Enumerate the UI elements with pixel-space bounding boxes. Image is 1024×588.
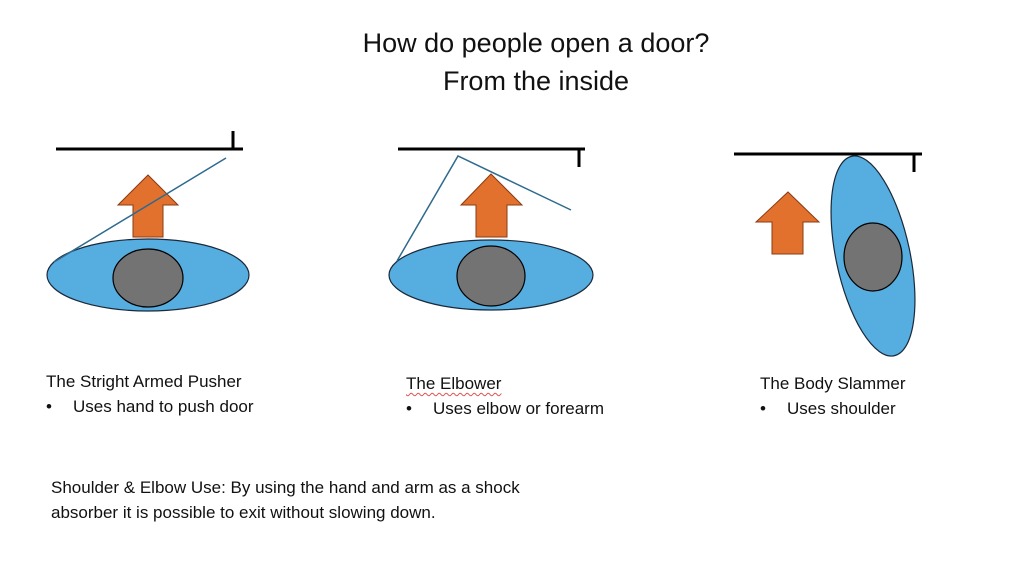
type-description: Uses shoulder: [787, 399, 896, 418]
slide-title: How do people open a door? From the insi…: [0, 24, 1024, 100]
shoulder-elbow-note: Shoulder & Elbow Use: By using the hand …: [51, 478, 520, 522]
head-circle: [843, 222, 903, 292]
type-name: The Elbower: [406, 371, 604, 396]
type-name-text: The Elbower: [406, 374, 502, 393]
type-description: Uses elbow or forearm: [433, 399, 605, 418]
direction-arrow-icon: [754, 191, 821, 255]
elbower-figure: [388, 147, 594, 311]
bullet-icon: •: [406, 399, 412, 418]
head-circle: [456, 245, 526, 307]
type-bullet: • Uses shoulder: [760, 396, 906, 421]
type-description: Uses hand to push door: [73, 397, 254, 416]
type-bullet: • Uses hand to push door: [46, 394, 254, 419]
caption-body-slammer: The Body Slammer • Uses shoulder: [760, 371, 906, 421]
head-circle: [112, 248, 184, 308]
bullet-icon: •: [46, 397, 52, 416]
title-line-2: From the inside: [442, 66, 630, 96]
arm-line: [396, 155, 572, 262]
straight-arm-pusher-figure: [46, 131, 250, 312]
type-bullet: • Uses elbow or forearm: [406, 396, 604, 421]
arm-line: [53, 157, 227, 263]
direction-arrow-icon: [459, 173, 524, 238]
type-name: The Body Slammer: [760, 374, 906, 393]
title-line-1: How do people open a door?: [362, 28, 710, 58]
bullet-icon: •: [760, 399, 766, 418]
type-name: The Stright Armed Pusher: [46, 372, 242, 391]
caption-elbower: The Elbower • Uses elbow or forearm: [406, 371, 604, 421]
body-slammer-figure: [734, 152, 922, 357]
caption-straight-arm-pusher: The Stright Armed Pusher • Uses hand to …: [46, 369, 254, 419]
